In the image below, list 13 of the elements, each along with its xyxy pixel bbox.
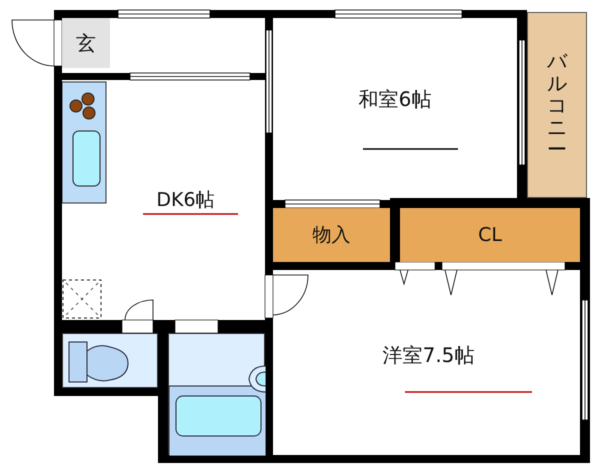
room [400,208,580,262]
room-label: 和室6帖 [358,86,432,112]
room-label: 玄 [76,30,96,56]
room [527,12,587,198]
room-label: バルコニー [547,50,567,160]
room [168,333,265,455]
room-label: DK6帖 [156,188,215,213]
room-label: CL [478,224,502,246]
room [62,333,158,388]
room [62,18,110,68]
room [273,208,390,262]
room-label: 洋室7.5帖 [382,342,474,369]
room-label: 物入 [312,223,350,248]
